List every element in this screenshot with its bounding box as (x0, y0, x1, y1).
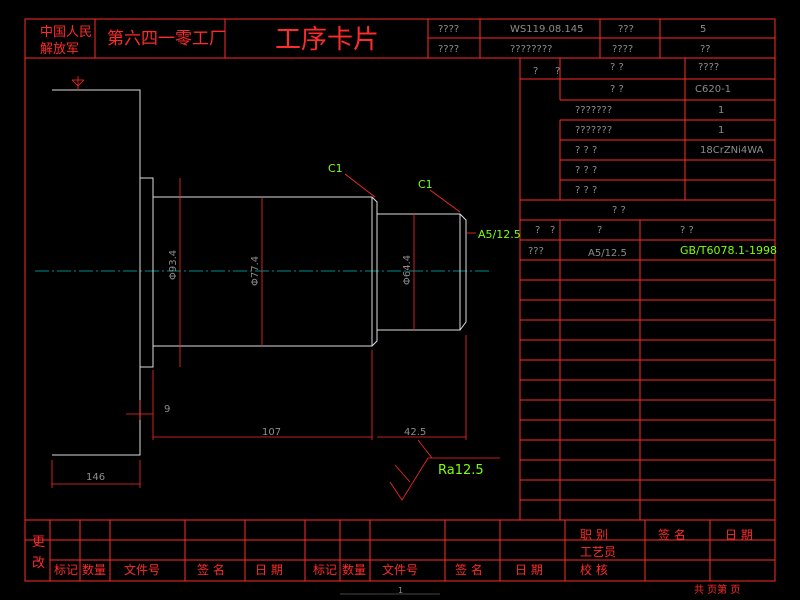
panel-r4-c: ? ? ? (575, 145, 597, 156)
footer-date-3: 日 期 (725, 528, 753, 542)
dimension-lines (51, 173, 500, 501)
panel-r4-d: 18CrZNi4WA (700, 145, 764, 156)
panel-r8-b: ? (550, 225, 555, 236)
panel-r0-c: ? ? (610, 62, 624, 73)
footer-role-1: 职 别 (580, 528, 608, 542)
org-line1: 中国人民 (40, 25, 92, 40)
header-value-qq: ?? (700, 44, 711, 55)
dim-9-label: 9 (164, 404, 170, 415)
footer-sign-2: 签 名 (455, 562, 483, 577)
panel-r8-d: ? ? (680, 225, 694, 236)
panel-r8-a: ? (535, 225, 540, 236)
panel-r0-a: ? (533, 66, 538, 77)
footer-pages: 共 页第 页 (694, 583, 740, 596)
panel-r3-d: 1 (718, 125, 724, 136)
dim-146-label: 146 (86, 472, 105, 483)
org-line2: 解放军 (40, 42, 79, 57)
footer-qty-2: 数量 (342, 562, 366, 577)
footer-page-no: 1 (398, 586, 403, 595)
panel-r1-c: ? ? (610, 84, 624, 95)
frame (24, 18, 776, 582)
footer-date: 日 期 (255, 563, 283, 577)
header-value-5: 5 (700, 24, 706, 35)
panel-r8-c: ? (597, 225, 602, 236)
panel-r5-c: ? ? ? (575, 165, 597, 176)
panel-r7-c: ? ? (612, 205, 626, 216)
panel-r9-d: GB/T6078.1-1998 (680, 244, 777, 257)
dia-64-label: Φ64.4 (402, 255, 413, 285)
panel-r2-d: 1 (718, 105, 724, 116)
drawing-number: WS119.08.145 (510, 24, 584, 35)
panel-r9-c: A5/12.5 (588, 248, 627, 259)
footer-mark: 标记 (54, 563, 78, 577)
header-cell-q4: ??? (618, 24, 634, 35)
header-cell-q3: ???????? (510, 44, 552, 55)
dia-77-label: Φ77.4 (250, 256, 261, 286)
footer-file-no: 文件号 (124, 562, 160, 577)
shaft-outline (52, 89, 467, 456)
footer-role-3: 校 核 (580, 562, 608, 577)
factory-name: 第六四一零工厂 (107, 29, 226, 49)
header-cell-q1: ???? (438, 24, 459, 35)
dia-93-label: Φ93.4 (168, 250, 179, 280)
panel-r9-a: ??? (528, 246, 544, 257)
panel-r0-d: ???? (698, 62, 719, 73)
dim-42-label: 42.5 (404, 427, 426, 438)
footer-qty: 数量 (82, 562, 106, 577)
header-cell-q5: ???? (612, 44, 633, 55)
dim-107-label: 107 (262, 427, 281, 438)
footer-role-2: 工艺员 (580, 545, 616, 559)
footer-sign-3: 签 名 (658, 527, 686, 542)
footer-change-2: 改 (32, 556, 45, 571)
footer-mark-2: 标记 (313, 563, 337, 577)
panel-r6-c: ? ? ? (575, 185, 597, 196)
card-title: 工序卡片 (275, 25, 379, 55)
footer-file-no-2: 文件号 (382, 562, 418, 577)
panel-r0-b: ? (555, 66, 560, 77)
footer-date-2: 日 期 (515, 563, 543, 577)
center-hole-label: A5/12.5 (478, 228, 521, 241)
header-cell-q2: ???? (438, 44, 459, 55)
chamfer-left-label: C1 (328, 162, 343, 175)
footer-sign: 签 名 (197, 562, 225, 577)
panel-r2-c: ??????? (575, 105, 612, 116)
panel-r1-d: C620-1 (695, 84, 731, 95)
footer-change-1: 更 (32, 535, 45, 550)
roughness-label: Ra12.5 (438, 463, 484, 478)
panel-r3-c: ??????? (575, 125, 612, 136)
chamfer-right-label: C1 (418, 178, 433, 191)
datum-marker-icon (71, 76, 85, 90)
